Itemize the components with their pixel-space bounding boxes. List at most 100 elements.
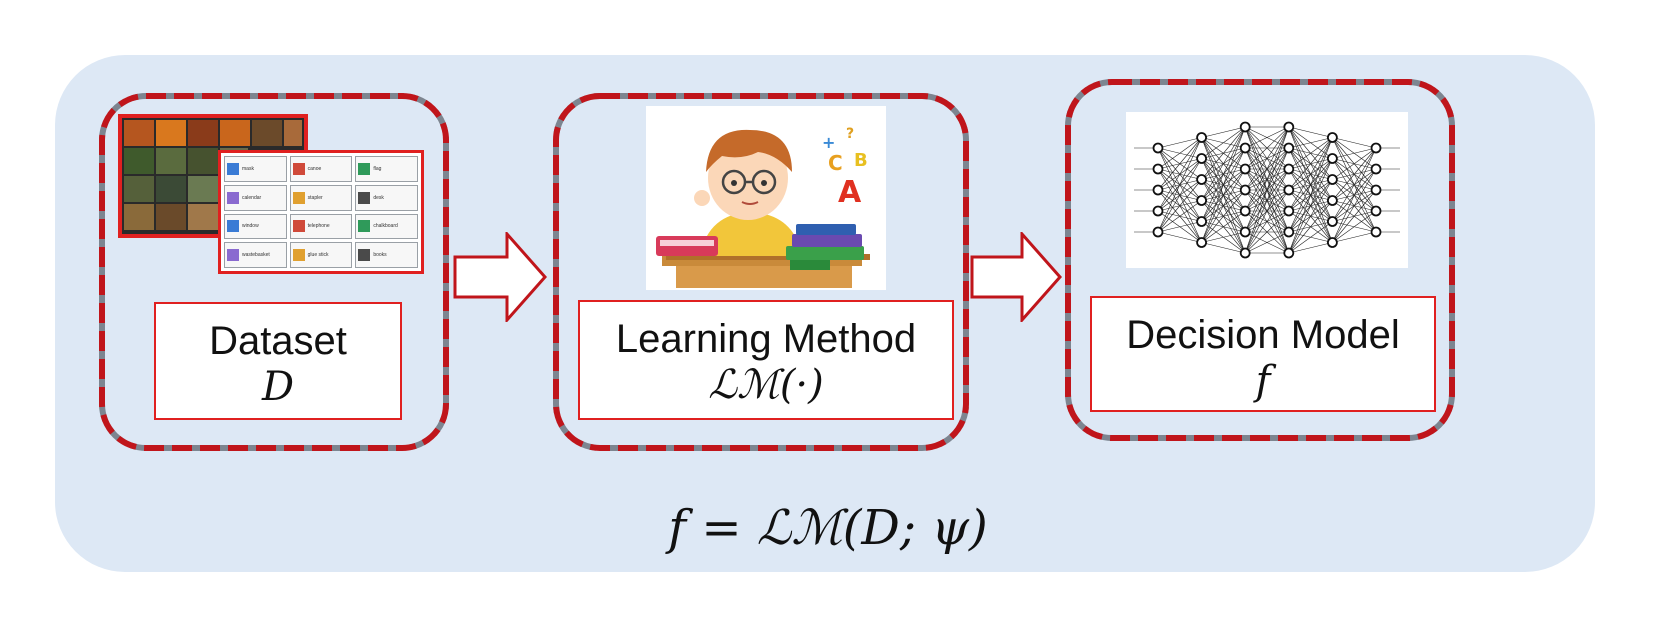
nn-edge [1157, 137, 1202, 191]
decision-model-stage-border [1065, 79, 1455, 441]
object-card: wastebasket [224, 242, 287, 268]
nn-node [1239, 163, 1251, 175]
object-card: chalkboard [355, 213, 418, 240]
object-card-label: chalkboard [373, 223, 398, 230]
nn-edge [1157, 137, 1202, 233]
nn-node [1370, 205, 1382, 217]
nn-edge [1244, 189, 1290, 254]
student-illustration: + ? C B A [646, 106, 886, 290]
nn-node [1152, 142, 1164, 154]
object-card: window [224, 213, 287, 240]
nn-node [1239, 226, 1251, 238]
nn-node [1370, 226, 1382, 238]
nn-node [1152, 226, 1164, 238]
nn-edge [1332, 147, 1377, 159]
object-card-label: glue stick [307, 252, 329, 259]
nn-edge [1288, 137, 1333, 191]
nn-node [1196, 216, 1207, 227]
nn-node [1283, 247, 1295, 259]
nn-node [1283, 142, 1295, 154]
nn-node [1326, 132, 1338, 143]
nn-edge [1245, 231, 1289, 254]
nn-edge [1332, 147, 1377, 180]
nn-node [1283, 184, 1295, 196]
nn-edge [1244, 126, 1290, 212]
nn-node [1283, 121, 1295, 133]
nn-node [1239, 121, 1251, 133]
learner-letter-b: B [854, 150, 868, 171]
nn-edge [1288, 137, 1333, 170]
decision-model-name: Decision Model [1126, 313, 1400, 357]
learner-letter-a: A [838, 175, 862, 210]
nn-edge [1288, 158, 1333, 254]
nn-edge [1332, 210, 1377, 243]
nn-edge [1201, 126, 1246, 159]
arrow-method-to-model [970, 232, 1063, 322]
object-card-icon [292, 162, 305, 175]
object-card-label: mask [242, 165, 254, 172]
learning-method-symbol: ℒℳ(·) [708, 362, 824, 408]
nn-edge [1201, 126, 1246, 138]
object-card-icon [358, 162, 371, 175]
nn-node [1239, 205, 1251, 217]
nn-edge [1157, 231, 1202, 243]
nn-edge [1244, 168, 1290, 254]
nn-edge [1157, 158, 1202, 233]
object-card-label: calendar [242, 194, 262, 201]
object-card-icon [292, 249, 305, 262]
object-card: calendar [224, 184, 287, 211]
nn-node [1283, 163, 1295, 175]
nn-edge [1332, 147, 1377, 243]
nn-edge [1244, 147, 1290, 254]
object-card-label: wastebasket [242, 252, 270, 259]
decision-model-stage: Decision Model f [1064, 78, 1456, 442]
object-card-icon [292, 220, 305, 233]
nn-node [1239, 142, 1251, 154]
learning-method-stage: + ? C B A [552, 92, 970, 452]
object-card-icon [227, 162, 239, 175]
nn-edge [1288, 137, 1333, 212]
object-card-icon [358, 191, 371, 204]
nn-edge [1157, 137, 1202, 149]
nn-edge [1288, 137, 1333, 233]
object-card: telephone [289, 213, 353, 240]
nn-node [1283, 205, 1295, 217]
learning-method-stage-border [553, 93, 969, 451]
object-card-icon [358, 220, 371, 233]
nn-edge [1332, 168, 1377, 243]
nn-edge [1332, 231, 1377, 243]
nn-edge [1288, 200, 1333, 254]
learner-letter-question: ? [846, 126, 854, 142]
nn-edge [1332, 147, 1377, 222]
nn-edge [1288, 137, 1333, 254]
dataset-symbol: D [261, 364, 295, 410]
object-card-icon [227, 191, 239, 204]
nn-edge [1332, 147, 1377, 201]
nn-edge [1332, 137, 1377, 149]
nn-node [1152, 184, 1164, 196]
object-card: glue stick [289, 242, 353, 268]
nn-edge [1201, 147, 1246, 243]
nn-edge [1201, 242, 1246, 254]
learning-formula: f = ℒℳ(D; ψ) [668, 500, 988, 556]
nn-node [1326, 153, 1338, 164]
nn-edge [1288, 126, 1333, 138]
nn-node [1370, 163, 1382, 175]
object-card-label: desk [373, 194, 384, 201]
dataset-label-box: Dataset D [154, 302, 402, 420]
nn-node [1326, 237, 1338, 248]
decision-model-symbol: f [1255, 358, 1271, 404]
object-card-icon [227, 220, 239, 233]
object-card-icon [358, 249, 371, 262]
nn-node [1196, 153, 1207, 164]
learner-letter-c: C [828, 151, 843, 175]
nn-edge [1157, 221, 1202, 233]
object-card: books [355, 242, 418, 268]
object-card: mask [224, 156, 287, 182]
nn-edge [1244, 126, 1290, 233]
nn-edge [1157, 137, 1202, 170]
learning-method-name: Learning Method [615, 317, 917, 361]
nn-node [1370, 184, 1382, 196]
